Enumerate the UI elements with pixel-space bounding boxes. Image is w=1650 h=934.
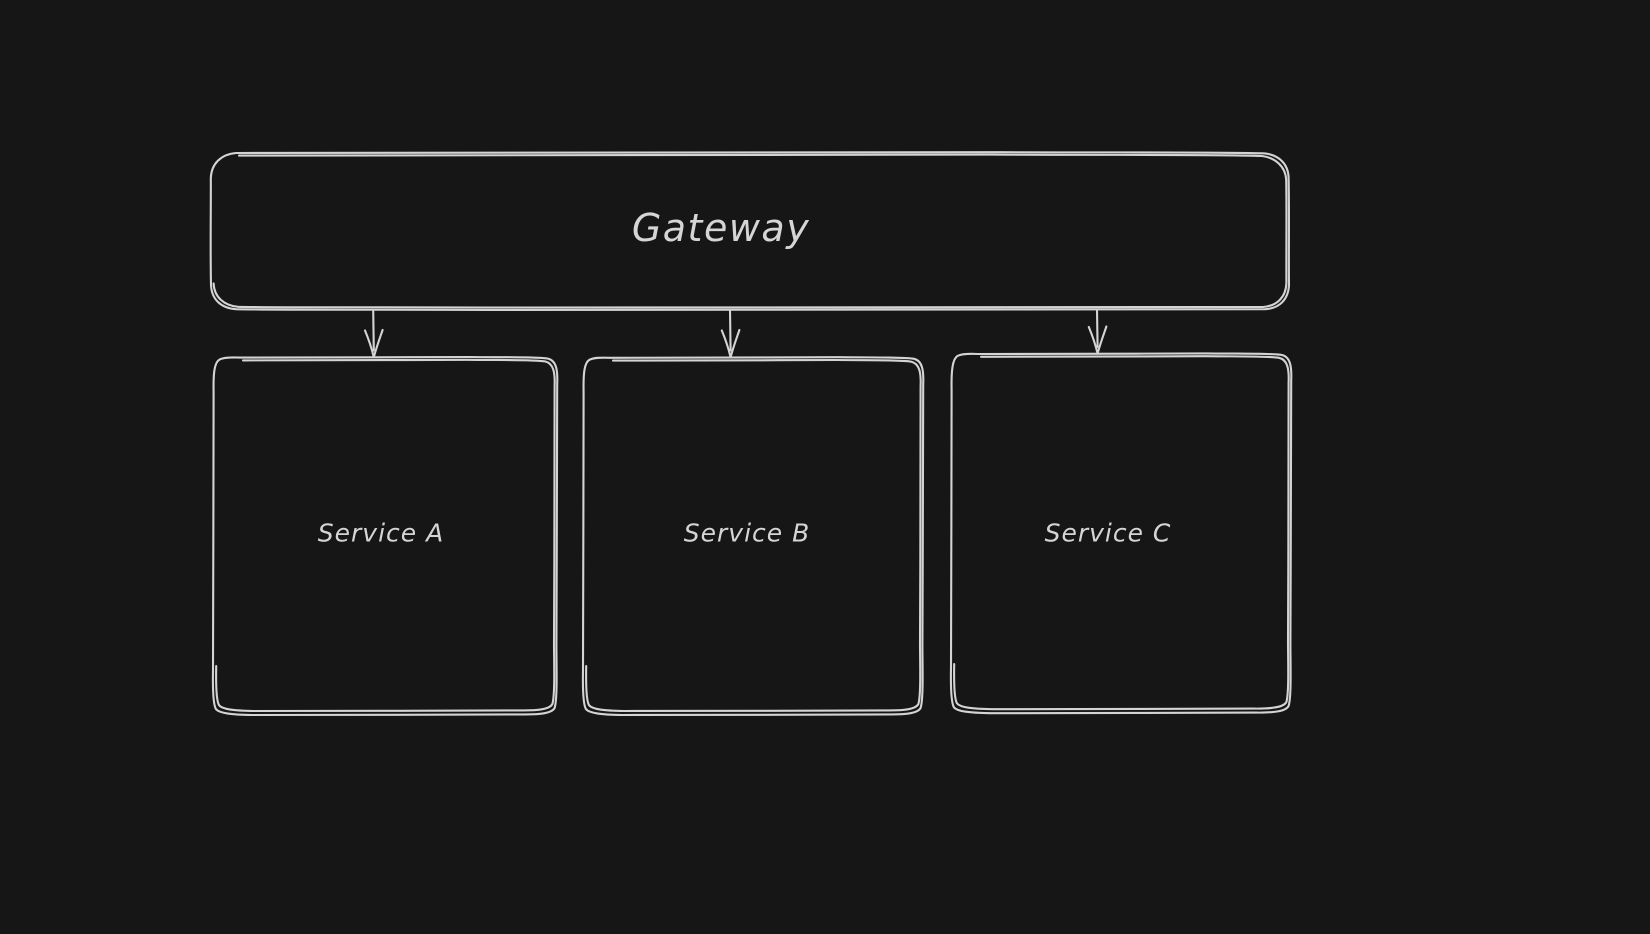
node-gateway[interactable] xyxy=(210,152,1290,310)
edge-gateway-to-service-c[interactable] xyxy=(1087,308,1108,354)
node-shape-service-b[interactable] xyxy=(581,356,925,717)
node-service-c[interactable] xyxy=(951,353,1291,715)
node-shape-service-c[interactable] xyxy=(949,352,1293,715)
edge-gateway-to-service-b[interactable] xyxy=(720,308,741,358)
edge-gateway-to-service-a[interactable] xyxy=(363,308,384,358)
node-shape-gateway[interactable] xyxy=(209,151,1291,312)
node-shape-service-a[interactable] xyxy=(211,355,559,717)
node-service-a[interactable] xyxy=(213,357,556,715)
node-service-b[interactable] xyxy=(583,357,922,715)
